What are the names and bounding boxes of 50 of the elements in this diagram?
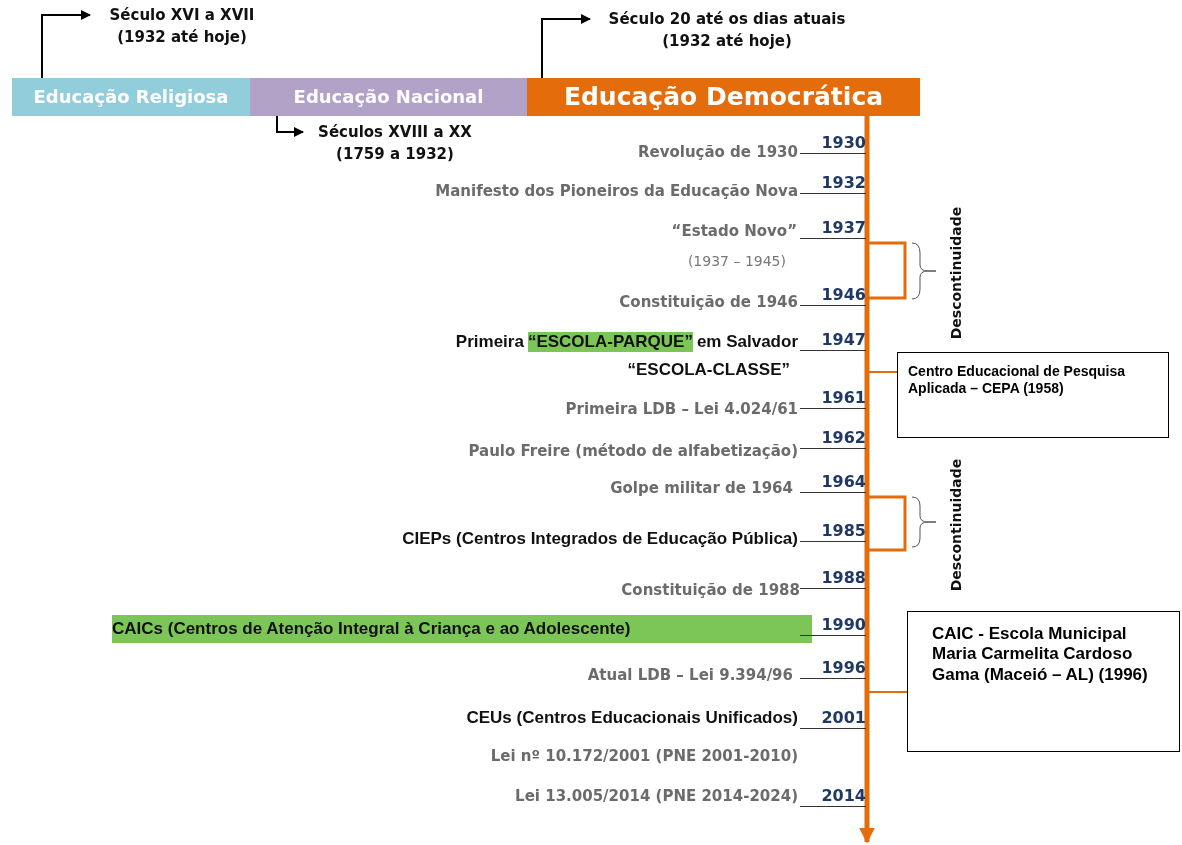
event-label: Atual LDB – Lei 9.394/96	[587, 666, 793, 684]
highlighted-event: CAICs (Centros de Atenção Integral à Criança e ao Adolescente)	[112, 615, 812, 643]
event-label: Primeira	[455, 332, 524, 352]
note-box: Centro Educacional de Pesquisa Aplicada – CEPA (1958)	[897, 352, 1169, 438]
period-text: (1932 até hoje)	[662, 31, 792, 52]
year-label: 1937	[800, 218, 866, 239]
year-label: 1985	[800, 521, 866, 542]
era-band: Educação Democrática	[527, 78, 920, 116]
year-label: 1990	[800, 615, 866, 636]
period-note: (1937 – 1945)	[687, 253, 786, 269]
year-label: 1988	[800, 568, 866, 589]
event-label: Primeira LDB – Lei 4.024/61	[565, 400, 798, 418]
period-text: Séculos XVIII a XX	[318, 122, 472, 143]
note-box: CAIC - Escola Municipal Maria Carmelita Cardoso Gama (Maceió – AL) (1996)	[907, 611, 1180, 752]
arrow	[276, 115, 304, 137]
year-label: 1932	[800, 173, 866, 194]
connector-line	[866, 371, 898, 373]
event-label: em Salvador	[696, 332, 798, 352]
year-label: 2001	[800, 708, 866, 729]
event-label: Manifesto dos Pioneiros da Educação Nova	[435, 182, 798, 200]
highlighted-text: “ESCOLA-PARQUE”	[527, 332, 693, 352]
event-label: Paulo Freire (método de alfabetização)	[468, 442, 798, 460]
event-label: CEUs (Centros Educacionais Unificados)	[466, 708, 798, 728]
event-label: Golpe militar de 1964	[610, 479, 793, 497]
vertical-label: Descontinuidade	[948, 457, 964, 594]
arrow	[541, 14, 591, 79]
era-band: Educação Nacional	[250, 78, 527, 116]
event-label: Revolução de 1930	[637, 143, 798, 161]
year-label: 1946	[800, 285, 866, 306]
period-text: Século 20 até os dias atuais	[608, 9, 846, 30]
arrow	[41, 10, 91, 79]
connector-line	[866, 691, 908, 693]
period-text: (1759 a 1932)	[336, 144, 454, 165]
event-label: “ESCOLA-CLASSE”	[627, 360, 790, 380]
year-label: 1961	[800, 388, 866, 409]
event-label: Constituição de 1988	[621, 581, 800, 599]
vertical-label: Descontinuidade	[948, 205, 964, 342]
event-label: Lei 13.005/2014 (PNE 2014-2024)	[515, 787, 798, 805]
event-label: CIEPs (Centros Integrados de Educação Pública)	[402, 529, 798, 549]
era-band: Educação Religiosa	[12, 78, 250, 116]
event-label: Constituição de 1946	[619, 293, 798, 311]
year-label: 1930	[800, 133, 866, 154]
period-text: (1932 até hoje)	[117, 27, 247, 48]
year-label: 1996	[800, 658, 866, 679]
event-label: “Estado Novo”	[671, 222, 797, 240]
event-label: Lei nº 10.172/2001 (PNE 2001-2010)	[490, 747, 798, 765]
year-label: 1962	[800, 428, 866, 449]
year-label: 1947	[800, 330, 866, 351]
arrow	[859, 116, 875, 844]
period-text: Século XVI a XVII	[109, 5, 255, 26]
